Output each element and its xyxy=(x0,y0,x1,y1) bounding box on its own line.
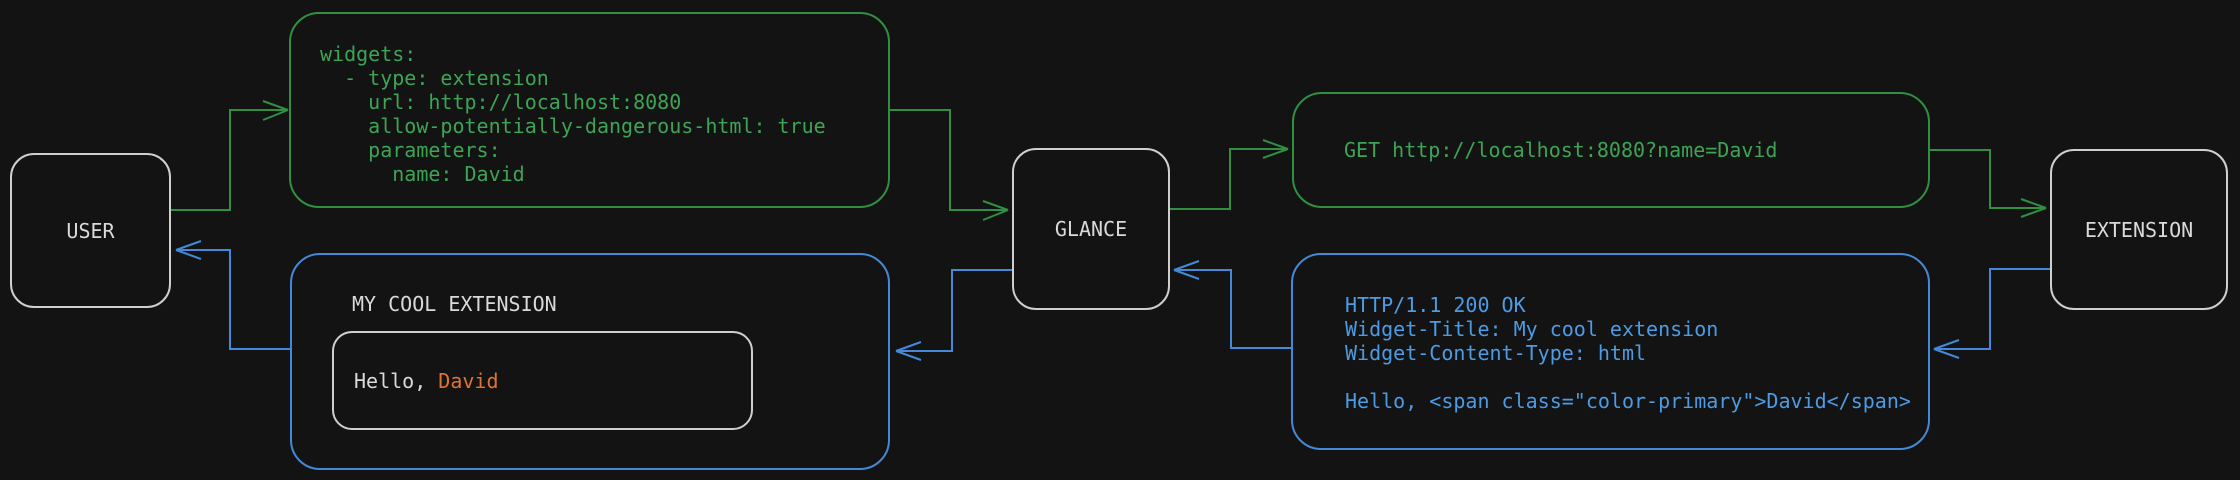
glance-node: GLANCE xyxy=(1012,148,1170,310)
widget-preview-box: MY COOL EXTENSION Hello, David xyxy=(290,253,890,470)
greeting-name: David xyxy=(438,368,499,393)
http-response-box: HTTP/1.1 200 OK Widget-Title: My cool ex… xyxy=(1291,253,1930,450)
widget-title: MY COOL EXTENSION xyxy=(352,292,557,316)
greeting-text: Hello, xyxy=(354,368,439,393)
arrow-config-to-glance xyxy=(890,109,1009,221)
user-node: USER xyxy=(10,153,171,308)
arrow-user-to-config xyxy=(171,100,289,211)
extension-node: EXTENSION xyxy=(2050,149,2228,310)
extension-node-label: EXTENSION xyxy=(2084,217,2194,242)
http-request-box: GET http://localhost:8080?name=David xyxy=(1292,92,1930,208)
widget-inner-box: Hello, David xyxy=(332,331,753,430)
arrow-response-to-glance xyxy=(1173,260,1291,349)
arrow-glance-to-request xyxy=(1170,139,1289,210)
user-node-label: USER xyxy=(66,218,115,243)
http-request-text: GET http://localhost:8080?name=David xyxy=(1344,138,1778,162)
arrow-widget-to-user xyxy=(175,240,290,350)
http-response-text: HTTP/1.1 200 OK Widget-Title: My cool ex… xyxy=(1345,293,1911,413)
config-yaml-box: widgets: - type: extension url: http://l… xyxy=(289,12,890,208)
config-yaml-text: widgets: - type: extension url: http://l… xyxy=(320,42,826,186)
arrow-glance-to-widget xyxy=(895,269,1012,361)
arrow-request-to-extension xyxy=(1930,149,2047,218)
arrow-extension-to-response xyxy=(1933,268,2050,359)
glance-node-label: GLANCE xyxy=(1054,217,1128,241)
